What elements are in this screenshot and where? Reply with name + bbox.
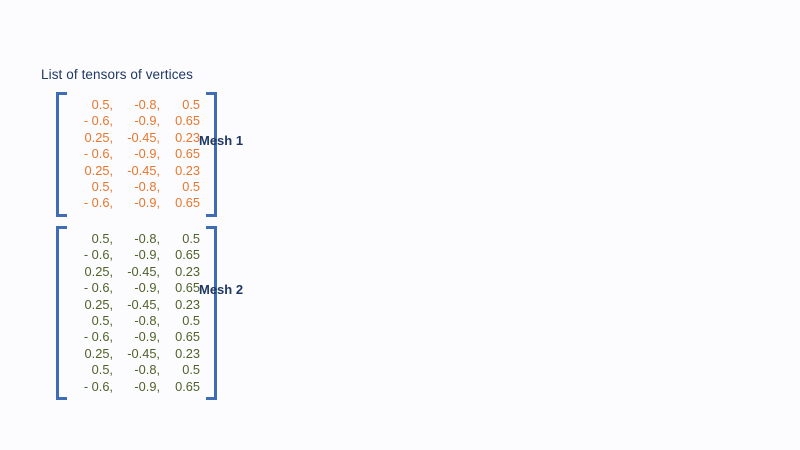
matrix-cell: 0.23 (175, 129, 200, 145)
matrix-cell: 0.65 (175, 329, 200, 345)
matrix-cell: 0.5, (91, 362, 113, 378)
matrix-cell: -0.8, (134, 362, 160, 378)
matrix-cell: -0.8, (134, 178, 160, 194)
matrix-cell: - 0.6, (83, 195, 113, 211)
matrix-cell: -0.9, (134, 378, 160, 394)
matrix-cell: - 0.6, (83, 378, 113, 394)
matrix-cell: 0.25, (84, 263, 113, 279)
matrix-row: - 0.6, -0.9, 0.65 (73, 329, 200, 345)
matrix-cell: 0.65 (175, 113, 200, 129)
matrix-cell: -0.8, (134, 312, 160, 328)
matrix-cell: -0.9, (134, 146, 160, 162)
matrix-row: 0.5, -0.8, 0.5 (73, 97, 200, 113)
matrix-cell: -0.45, (127, 296, 160, 312)
matrix-cell: 0.65 (175, 195, 200, 211)
matrix-row: - 0.6, -0.9, 0.65 (73, 247, 200, 263)
matrix-cell: 0.65 (175, 146, 200, 162)
matrix-cell: 0.23 (175, 263, 200, 279)
matrix-cell: 0.25, (84, 129, 113, 145)
matrix-row: - 0.6, -0.9, 0.65 (73, 113, 200, 129)
matrix-cell: 0.5, (91, 178, 113, 194)
matrix-cell: -0.45, (127, 129, 160, 145)
matrix-cell: 0.5 (182, 231, 200, 246)
matrix-cell: 0.5 (182, 178, 200, 194)
page-title: List of tensors of vertices (41, 67, 194, 82)
matrix-cell: 0.23 (175, 162, 200, 178)
matrix-cell: 0.5, (91, 231, 113, 246)
matrix-left-bracket-mesh-1 (56, 92, 67, 217)
matrix-cell: -0.8, (134, 231, 160, 246)
matrix-row: - 0.6, -0.9, 0.65 (73, 146, 200, 162)
mesh-label-1: Mesh 1 (199, 133, 244, 148)
matrix-cell: 0.23 (175, 345, 200, 361)
matrix-row: 0.25, -0.45, 0.23 (73, 297, 200, 313)
matrix-cell: - 0.6, (83, 329, 113, 345)
matrix-right-bracket-mesh-2 (206, 226, 217, 400)
matrix-cell: 0.5 (182, 312, 200, 328)
matrix-cell: 0.65 (175, 247, 200, 263)
matrix-cell: 0.65 (175, 280, 200, 296)
matrix-cell: - 0.6, (83, 146, 113, 162)
matrix-row: - 0.6, -0.9, 0.65 (73, 379, 200, 395)
matrix-row: - 0.6, -0.9, 0.65 (73, 195, 200, 211)
matrix-cell: -0.45, (127, 263, 160, 279)
matrix-cell: -0.9, (134, 247, 160, 263)
matrix-row: 0.25, -0.45, 0.23 (73, 130, 200, 146)
matrix-cell: 0.5 (182, 362, 200, 378)
matrix-cell: -0.8, (134, 97, 160, 112)
matrix-row: 0.25, -0.45, 0.23 (73, 264, 200, 280)
matrix-left-bracket-mesh-2 (56, 226, 67, 400)
matrix-cell: -0.45, (127, 162, 160, 178)
matrix-row: 0.25, -0.45, 0.23 (73, 346, 200, 362)
matrix-row: 0.5, -0.8, 0.5 (73, 313, 200, 329)
matrix-cell: 0.65 (175, 378, 200, 394)
matrix-cell: 0.5 (182, 97, 200, 112)
matrix-cell: - 0.6, (83, 247, 113, 263)
matrix-row: 0.5, -0.8, 0.5 (73, 231, 200, 247)
matrix-cell: - 0.6, (83, 280, 113, 296)
matrix-cell: -0.9, (134, 329, 160, 345)
matrix-cell: 0.5, (91, 312, 113, 328)
matrix-right-bracket-mesh-1 (206, 92, 217, 217)
matrix-cell: 0.23 (175, 296, 200, 312)
matrix-row: 0.25, -0.45, 0.23 (73, 163, 200, 179)
matrix-cell: -0.9, (134, 195, 160, 211)
matrix-cell: 0.25, (84, 162, 113, 178)
matrix-cell: 0.5, (91, 97, 113, 112)
matrix-cell: -0.9, (134, 280, 160, 296)
matrix-row: - 0.6, -0.9, 0.65 (73, 280, 200, 296)
matrix-row: 0.5, -0.8, 0.5 (73, 362, 200, 378)
matrix-row: 0.5, -0.8, 0.5 (73, 179, 200, 195)
matrix-cell: 0.25, (84, 345, 113, 361)
mesh-label-2: Mesh 2 (199, 282, 244, 297)
matrix-cell: -0.45, (127, 345, 160, 361)
matrix-cell: 0.25, (84, 296, 113, 312)
matrix-cell: -0.9, (134, 113, 160, 129)
matrix-cell: - 0.6, (83, 113, 113, 129)
